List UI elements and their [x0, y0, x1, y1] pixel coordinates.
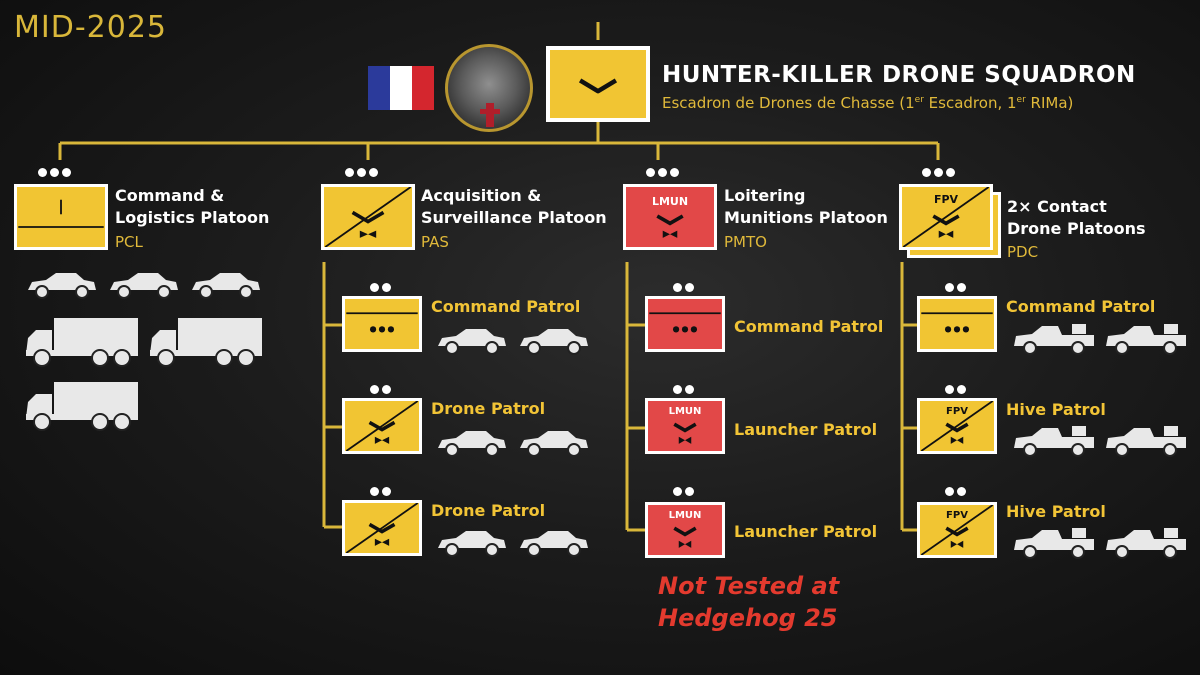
pas-drone-patrol-symbol	[342, 500, 422, 556]
pmto-symbol: LMUN	[623, 184, 717, 250]
pas-patrol-label: Drone Patrol	[431, 399, 546, 418]
pas-code: PAS	[421, 233, 449, 251]
pickup-truck-icon	[1014, 426, 1094, 457]
fpv-symbol-text: FPV	[933, 193, 959, 206]
pas-command-patrol-symbol	[342, 296, 422, 352]
pdc-patrol-label: Hive Patrol	[1006, 502, 1106, 521]
lmun-symbol-text: LMUN	[668, 406, 702, 417]
pickup-truck-icon	[1106, 324, 1186, 355]
pcl-name: Command &Logistics Platoon	[115, 186, 270, 227]
pmto-launcher-patrol-symbol: LMUN	[645, 502, 725, 558]
pdc-command-patrol-symbol	[917, 296, 997, 352]
lmun-symbol-text: LMUN	[668, 510, 702, 521]
light-vehicle-icon	[110, 273, 178, 299]
pas-patrol-label: Drone Patrol	[431, 501, 546, 520]
patrol-echelon-dots	[673, 487, 694, 496]
french-flag-icon	[368, 66, 434, 110]
pdc-code: PDC	[1007, 243, 1039, 261]
patrol-echelon-dots	[370, 385, 391, 394]
not-tested-note: Not Tested at Hedgehog 25	[658, 572, 840, 632]
fpv-symbol-text: FPV	[946, 510, 968, 521]
squadron-title: HUNTER-KILLER DRONE SQUADRON	[662, 62, 1136, 88]
light-vehicle-icon	[28, 273, 96, 299]
pas-patrol-label: Command Patrol	[431, 297, 581, 316]
light-vehicle-icon	[520, 431, 588, 457]
patrol-echelon-dots	[945, 487, 966, 496]
squadron-subtitle: Escadron de Drones de Chasse (1er Escadr…	[662, 94, 1074, 112]
light-vehicle-icon	[438, 329, 506, 355]
pmto-patrol-label: Launcher Patrol	[734, 420, 878, 439]
pickup-truck-icon	[1106, 426, 1186, 457]
pas-name: Acquisition &Surveillance Platoon	[421, 186, 607, 227]
patrol-echelon-dots	[945, 385, 966, 394]
platoon-echelon-dots	[345, 168, 378, 177]
truck-icon	[26, 382, 138, 431]
pdc-patrol-label: Command Patrol	[1006, 297, 1156, 316]
light-vehicle-icon	[438, 431, 506, 457]
patrol-echelon-dots	[370, 487, 391, 496]
light-vehicle-icon	[438, 531, 506, 557]
pcl-symbol	[14, 184, 108, 250]
pdc-hive-patrol-symbol: FPV	[917, 502, 997, 558]
pickup-truck-icon	[1014, 528, 1094, 559]
patrol-echelon-dots	[370, 283, 391, 292]
platoon-echelon-dots	[646, 168, 679, 177]
fpv-symbol-text: FPV	[946, 406, 968, 417]
pdc-symbol: FPV	[899, 184, 993, 250]
pas-drone-patrol-symbol	[342, 398, 422, 454]
squadron-hq-symbol	[546, 46, 650, 122]
light-vehicle-icon	[520, 329, 588, 355]
pdc-patrol-label: Hive Patrol	[1006, 400, 1106, 419]
pmto-patrol-label: Launcher Patrol	[734, 522, 878, 541]
platoon-echelon-dots	[38, 168, 71, 177]
pcl-code: PCL	[115, 233, 143, 251]
pmto-command-patrol-symbol	[645, 296, 725, 352]
pmto-code: PMTO	[724, 233, 767, 251]
pickup-truck-icon	[1014, 324, 1094, 355]
platoon-echelon-dots	[922, 168, 955, 177]
truck-icon	[26, 318, 138, 367]
pas-symbol	[321, 184, 415, 250]
patrol-echelon-dots	[673, 283, 694, 292]
patrol-echelon-dots	[945, 283, 966, 292]
pickup-truck-icon	[1106, 528, 1186, 559]
lmun-symbol-text: LMUN	[651, 195, 689, 208]
timeframe-label: MID-2025	[14, 10, 168, 45]
pmto-launcher-patrol-symbol: LMUN	[645, 398, 725, 454]
light-vehicle-icon	[520, 531, 588, 557]
light-vehicle-icon	[192, 273, 260, 299]
regiment-insignia-icon	[445, 44, 533, 132]
patrol-echelon-dots	[673, 385, 694, 394]
pmto-patrol-label: Command Patrol	[734, 317, 884, 336]
pdc-hive-patrol-symbol: FPV	[917, 398, 997, 454]
truck-icon	[150, 318, 262, 367]
